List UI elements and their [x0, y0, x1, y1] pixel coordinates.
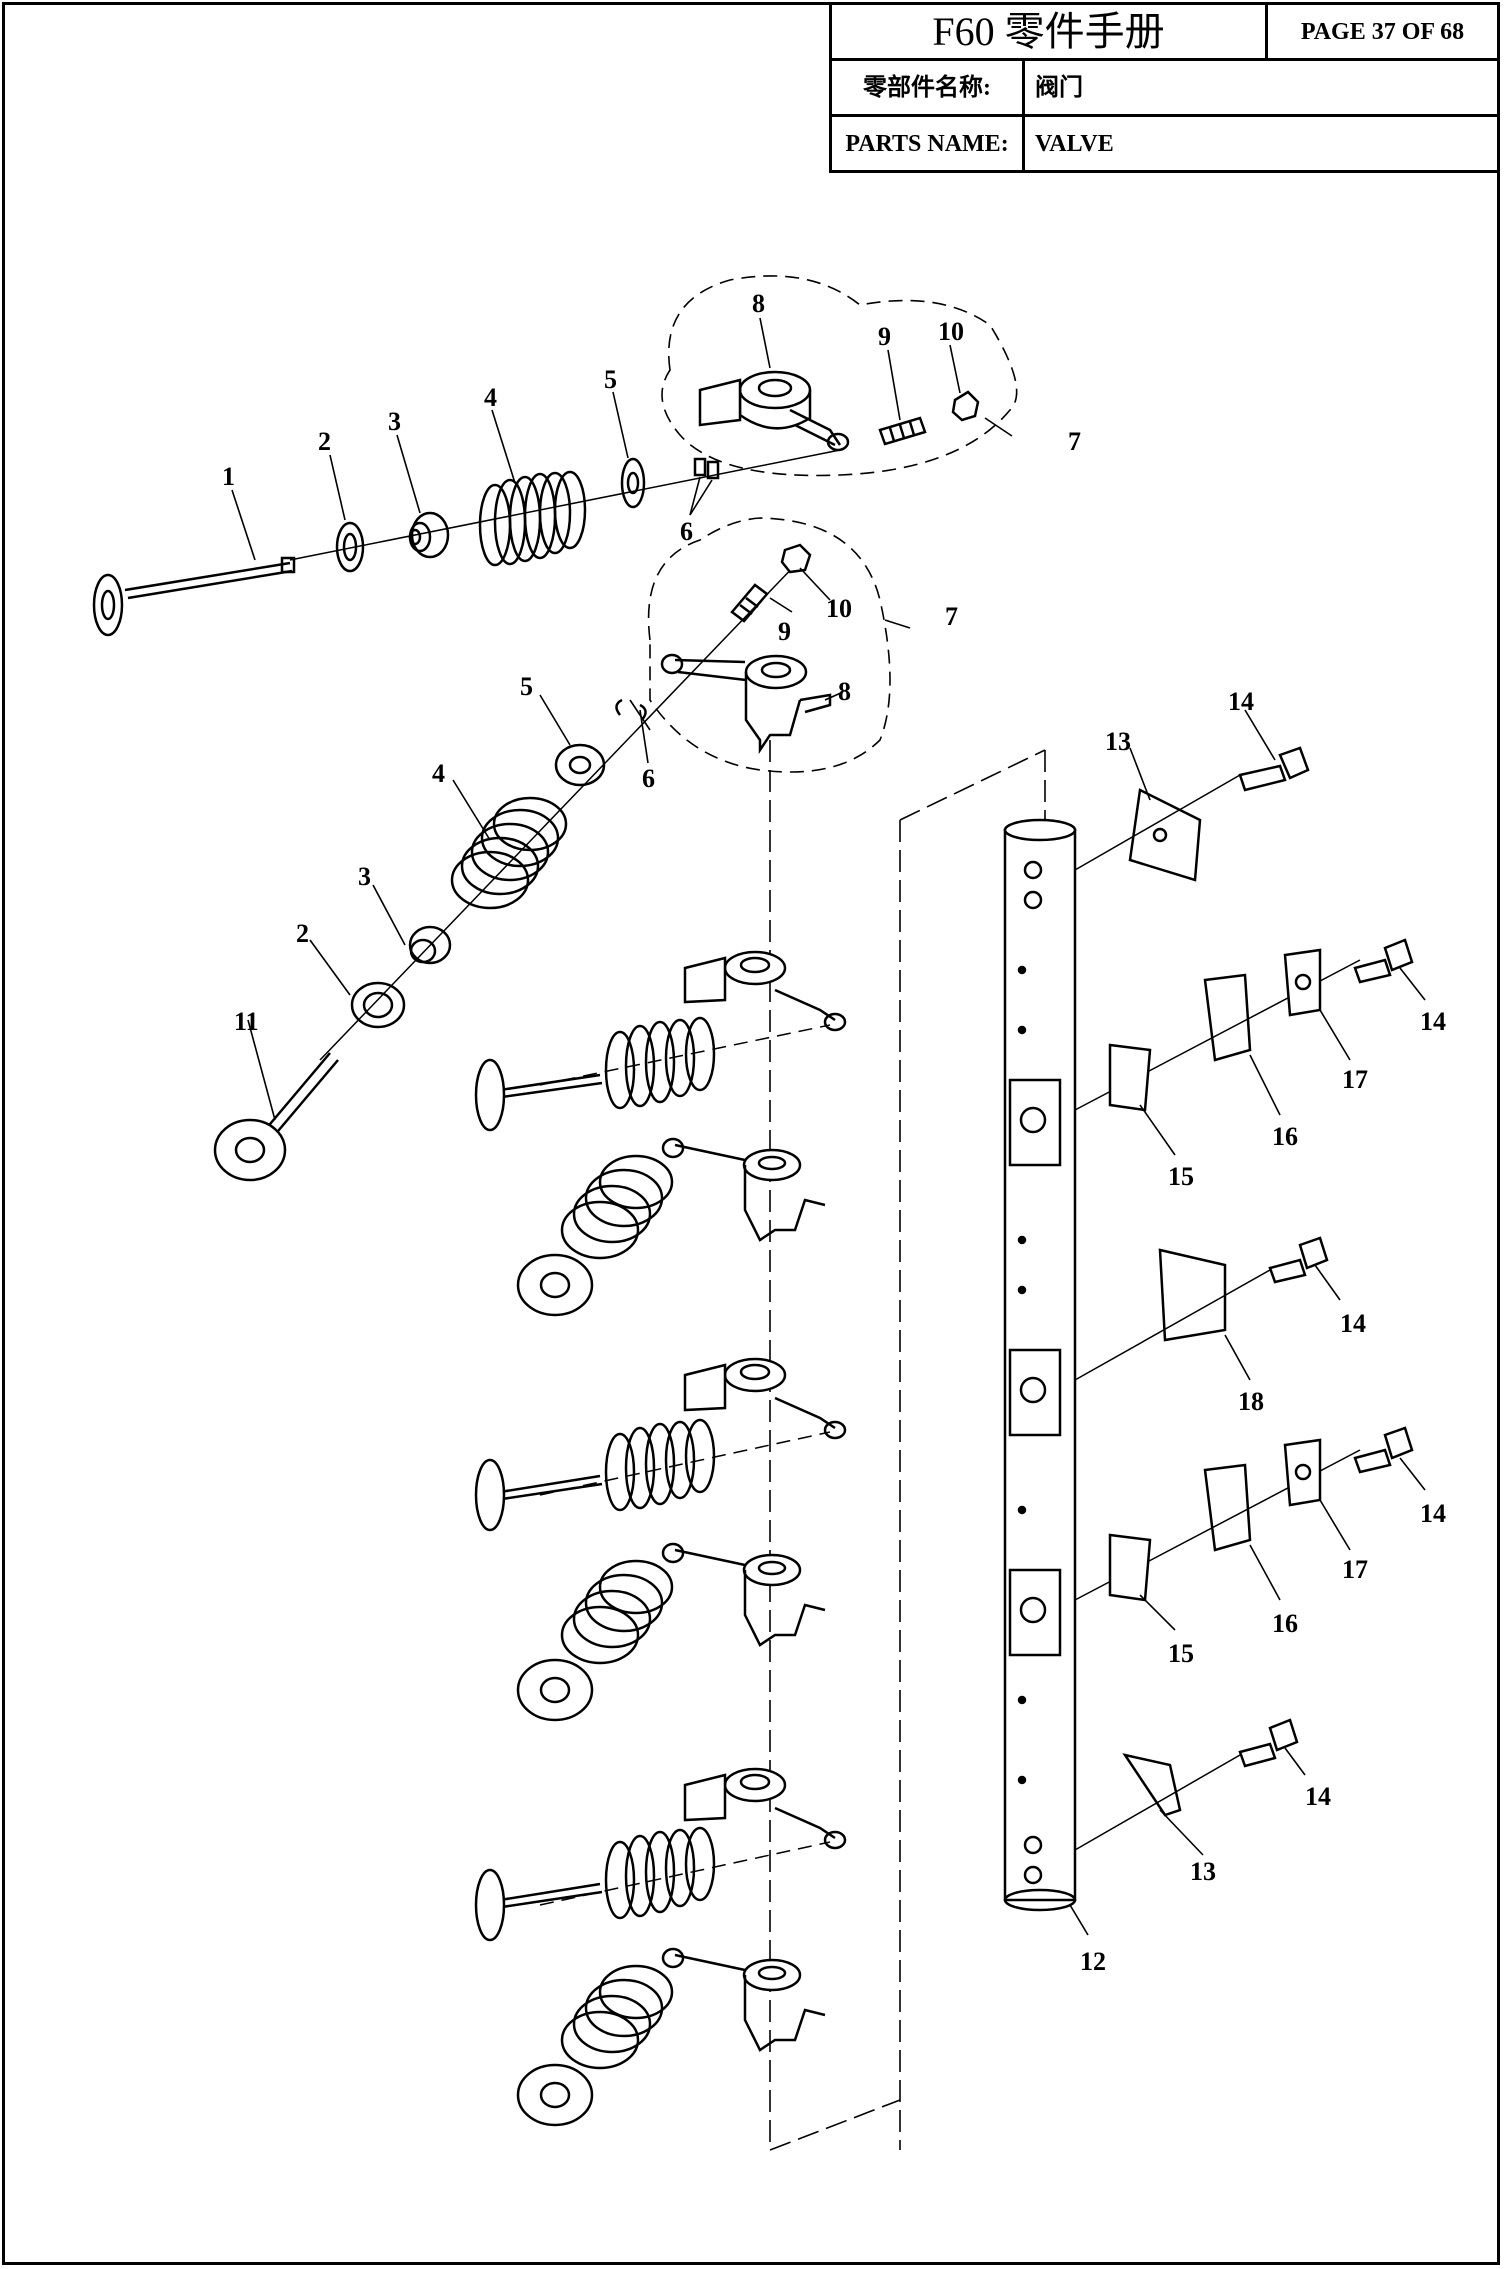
bracket-part-13b	[1074, 1753, 1241, 1851]
rocker-group-outline-7b	[647, 517, 891, 773]
callout-2b: 2	[296, 919, 309, 948]
spring-part-4	[478, 470, 587, 567]
valve-set-repeat-4	[516, 1542, 826, 1722]
callout-5: 5	[604, 365, 617, 394]
callout-14e: 14	[1305, 1782, 1331, 1811]
callout-11: 11	[234, 1007, 259, 1036]
callout-14c: 14	[1340, 1309, 1366, 1338]
parts-name-en-label: PARTS NAME:	[829, 114, 1025, 173]
rocker-group-outline-7	[661, 275, 1018, 477]
valve-set-repeat-2	[516, 1137, 826, 1317]
rocker-arm-part-8b	[660, 653, 832, 755]
callout-17a: 17	[1342, 1065, 1368, 1094]
drawing-title: F60 零件手册	[829, 2, 1268, 61]
leader-lines	[231, 317, 1426, 1936]
parts-name-en-value: VALVE	[1022, 114, 1500, 173]
callout-4b: 4	[432, 759, 445, 788]
callout-18: 18	[1238, 1387, 1264, 1416]
callout-12: 12	[1080, 1947, 1106, 1976]
adjust-screw-part-9	[878, 416, 927, 446]
cotters-part-6	[693, 457, 720, 480]
dash-centerlines	[769, 740, 1046, 2151]
washer-part-2	[335, 521, 365, 573]
bolt-part-14c	[1268, 1236, 1329, 1284]
callout-7b: 7	[945, 602, 958, 631]
bolt-part-14b	[1353, 938, 1414, 984]
seal-part-3b	[408, 925, 452, 965]
spring-part-4b	[450, 796, 568, 910]
valve-set-repeat-5	[474, 1767, 847, 1942]
nut-part-10	[951, 390, 980, 422]
callout-4: 4	[484, 383, 497, 412]
bolt-part-14d	[1353, 1426, 1414, 1474]
callout-9: 9	[878, 322, 891, 351]
clip-part-15a	[1108, 1043, 1152, 1112]
callout-6: 6	[680, 517, 693, 546]
callout-16a: 16	[1272, 1122, 1298, 1151]
callout-14a: 14	[1228, 687, 1254, 716]
callout-8: 8	[752, 289, 765, 318]
title-block: F60 零件手册 PAGE 37 OF 68 零部件名称: 阀门 PARTS N…	[829, 2, 1500, 173]
callout-3b: 3	[358, 862, 371, 891]
callout-7: 7	[1068, 427, 1081, 456]
rocker-arm-part-8	[698, 370, 850, 452]
rocker-shaft-part-12	[1003, 818, 1077, 1912]
clip-part-15b	[1108, 1533, 1152, 1602]
callout-5b: 5	[520, 672, 533, 701]
valve-part-11	[213, 1052, 339, 1182]
bolt-part-14a	[1238, 746, 1310, 792]
retainer-part-5b	[554, 743, 606, 787]
nut-part-10b	[780, 543, 812, 574]
valve-set-repeat-3	[474, 1357, 847, 1532]
callout-9b: 9	[778, 617, 791, 646]
seal-part-3	[408, 511, 450, 559]
bracket-part-18	[1074, 1248, 1271, 1381]
callout-10b: 10	[826, 594, 852, 623]
callout-16b: 16	[1272, 1609, 1298, 1638]
callout-15b: 15	[1168, 1639, 1194, 1668]
callout-13a: 13	[1105, 727, 1131, 756]
parts-name-cn-label: 零部件名称:	[829, 58, 1025, 117]
callout-13b: 13	[1190, 1857, 1216, 1886]
top-valve-assembly	[92, 275, 1018, 637]
callout-3: 3	[388, 407, 401, 436]
valve-part-1	[92, 556, 296, 637]
washer-part-2b	[350, 981, 406, 1029]
parts-name-cn-value: 阀门	[1022, 58, 1500, 117]
retainer-part-5	[620, 457, 646, 509]
bracket-part-13a	[1074, 774, 1241, 882]
bolt-part-14e	[1238, 1718, 1299, 1768]
plate-part-17a	[1283, 948, 1322, 1017]
callout-1: 1	[222, 462, 235, 491]
callout-6b: 6	[642, 764, 655, 793]
plate-part-17b	[1283, 1438, 1322, 1507]
page-number: PAGE 37 OF 68	[1265, 2, 1500, 61]
callout-15a: 15	[1168, 1162, 1194, 1191]
callout-8b: 8	[838, 677, 851, 706]
callout-10: 10	[938, 317, 964, 346]
valve-set-repeat-1	[474, 950, 847, 1132]
callout-14b: 14	[1420, 1007, 1446, 1036]
valve-set-repeat-6	[516, 1947, 826, 2127]
callout-2: 2	[318, 427, 331, 456]
callout-14d: 14	[1420, 1499, 1446, 1528]
second-valve-assembly	[213, 517, 891, 1182]
callout-17b: 17	[1342, 1555, 1368, 1584]
